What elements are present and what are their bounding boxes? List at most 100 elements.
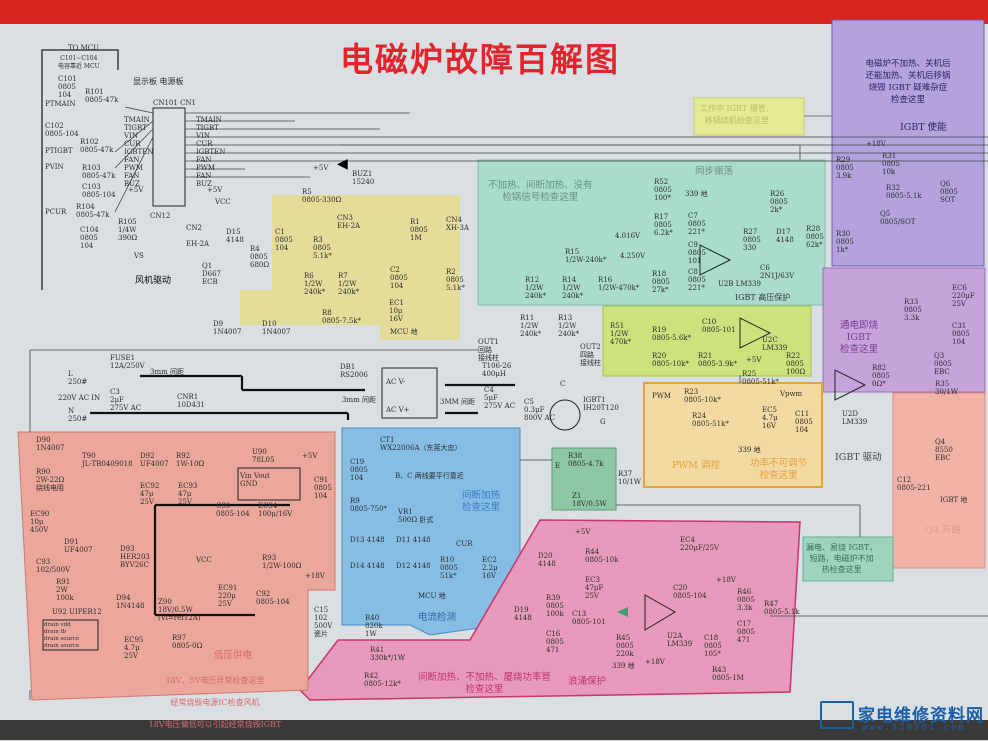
low-voltage-note: 经常烧毁电源IC检查风机	[170, 698, 260, 707]
power-5v: +5V	[302, 452, 318, 460]
part-r33: R33 0805 3.3k	[904, 298, 922, 322]
region-igbt-drive	[892, 392, 986, 569]
part-r9: R9 0805-750*	[350, 497, 388, 513]
emitter-e: E	[555, 462, 561, 470]
gap-label-2: 3mm 间距	[342, 396, 376, 404]
part-r10: R10 0805 51k*	[440, 556, 458, 580]
part-c15: C15 102 500V 瓷片	[314, 606, 333, 638]
part-u90: U90 78L05	[252, 448, 275, 464]
region-pan-sensor	[240, 195, 460, 340]
region-pwm	[643, 382, 823, 488]
part-cn2: CN2 EH-2A	[186, 224, 210, 248]
part-ec4: EC4 220μF/25V	[680, 536, 720, 552]
hv-protect-label: IGBT 高压保护	[735, 293, 791, 302]
part-r22: R22 0805 100Ω	[786, 352, 806, 376]
signal-buz: BUZ	[196, 180, 212, 188]
part-ec5: EC5 4.7μ 16V	[762, 406, 778, 430]
part-c20: C20 0805-104	[673, 584, 707, 600]
part-q4: Q4 8550 EBC	[935, 438, 953, 462]
signal-fan2: FAN	[196, 172, 212, 180]
mcu-header: TO MCU	[68, 44, 100, 52]
part-cnr1: CNR1 10D431	[177, 393, 205, 409]
bottom-dark-band	[0, 720, 988, 740]
part-r30: R30 0805 1k*	[836, 230, 854, 254]
part-r35: R35 30/1W	[935, 380, 958, 396]
surge-gnd: 339 地	[612, 662, 635, 670]
connector-name: CN101 CN1	[153, 99, 197, 107]
speaker-icon: ◀	[337, 156, 348, 172]
surge-5v: +5V	[575, 528, 591, 536]
part-d12: D12 4148	[396, 562, 431, 570]
signal-cur: CUR	[196, 140, 213, 148]
out1-terminal: OUT1 回路 接线柱	[478, 338, 499, 362]
part-vr1: VR1 500Ω 卧式	[398, 508, 434, 524]
region-low-voltage	[17, 431, 336, 701]
surge-18v: +18V	[645, 658, 665, 666]
u90-pins: Vin Vout GND	[240, 472, 270, 488]
part-buz1: BUZ1 15240	[352, 170, 375, 186]
part-c2: C2 0805 104	[390, 266, 408, 290]
part-u92: U92 UIPER12	[52, 608, 102, 616]
signal-pwm: PWM	[196, 164, 216, 172]
part-c6: C6 2N1J/63V	[760, 264, 795, 280]
part-c12: C12 0805-221	[897, 476, 931, 492]
part-r15: R15 1/2W-240k*	[565, 248, 607, 264]
part-r14: R14 1/2W 240k*	[562, 276, 584, 300]
part-r2: R2 0805 5.1k*	[446, 268, 465, 292]
part-r7: R7 1/2W 240k*	[338, 272, 360, 296]
part-r38: R38 0805-4.7k	[568, 452, 604, 468]
part-r8: R8 0805-7.5k*	[322, 309, 362, 325]
signal-tmain: TMAIN	[196, 116, 222, 124]
region-igbt-emitter	[551, 447, 617, 511]
part-q6: Q6 0805 SOT	[940, 180, 958, 204]
fan-drive-label: 风机驱动	[135, 276, 172, 286]
part-d20: D20 4148	[538, 552, 556, 568]
bridge-ac-top: AC V-	[386, 378, 406, 386]
part-r46: R46 0805 3.3k	[737, 588, 755, 612]
page-title: 电磁炉故障百解图	[340, 40, 620, 79]
part-r91: R91 2W 100k	[56, 578, 74, 602]
voltage-4016: 4.016V	[615, 232, 641, 240]
part-r42: R42 0805-12k*	[364, 672, 401, 688]
pin-ptmain: PTMAIN	[45, 100, 76, 108]
signal-fan: FAN	[196, 156, 212, 164]
power-18v: +18V	[305, 572, 325, 580]
plus5v-left: +5V	[128, 186, 144, 194]
part-r11: R11 1/2W 240k*	[520, 314, 542, 338]
part-q3: Q3 0805 EBC	[934, 352, 952, 376]
part-r51: R51 1/2W 470k*	[610, 322, 632, 346]
part-ec3: EC3 47μF 25V	[585, 576, 604, 600]
region-current-detect	[341, 427, 521, 636]
part-c19: C19 0805 104	[350, 458, 368, 482]
part-ec2: EC2 2.2μ 16V	[482, 556, 498, 580]
region-u2c	[602, 305, 812, 377]
part-ec91: EC91 220μ 25V	[218, 584, 238, 608]
part-ct1: CT1 WX22006A（东莞大忠）	[380, 436, 462, 452]
pwm-gnd: 339 地	[738, 446, 761, 454]
part-r6: R6 1/2W 240k*	[304, 272, 326, 296]
part-r23: R23 0805-10k*	[684, 388, 721, 404]
part-r93: R93 1/2W-100Ω	[262, 554, 302, 570]
part-r19: R19 0805-5.6k*	[652, 326, 692, 342]
ac-in-label: 220V AC IN	[58, 394, 101, 402]
part-r105: R105 1/4W 390Ω	[118, 218, 138, 242]
part-r17: R17 0805 6.2k*	[654, 213, 673, 237]
fire-igbt-note: 通电即烧 IGBT 检查这里	[839, 320, 878, 355]
part-d90: D90 1N4007	[36, 436, 65, 452]
part-c10: C10 0805-101	[702, 318, 736, 334]
pin-pcur: PCUR	[45, 208, 67, 216]
vpwm-signal: Vpwm	[780, 390, 803, 398]
part-c5: C5 0.3μF 800V AC	[524, 398, 556, 422]
igbt-drive-label: IGBT 驱动	[835, 452, 882, 463]
signal-tigbt: TIGBT	[196, 124, 219, 132]
surge-label: 浪涌保护	[568, 676, 607, 687]
part-r40: R40 820k 1W	[365, 614, 383, 638]
region-igbt-enable	[831, 19, 985, 267]
power-vcc: VCC	[196, 556, 212, 564]
bc-note: B、C 两线要平行靠近	[395, 472, 464, 480]
part-r18: R18 0805 27k*	[652, 270, 670, 294]
connector-name-cn12: CN12	[150, 212, 171, 220]
part-q1: Q1 D667 ECB	[202, 262, 221, 286]
part-r47: R47 0805-5.1k	[764, 600, 800, 616]
region-surge-protect	[299, 519, 801, 701]
